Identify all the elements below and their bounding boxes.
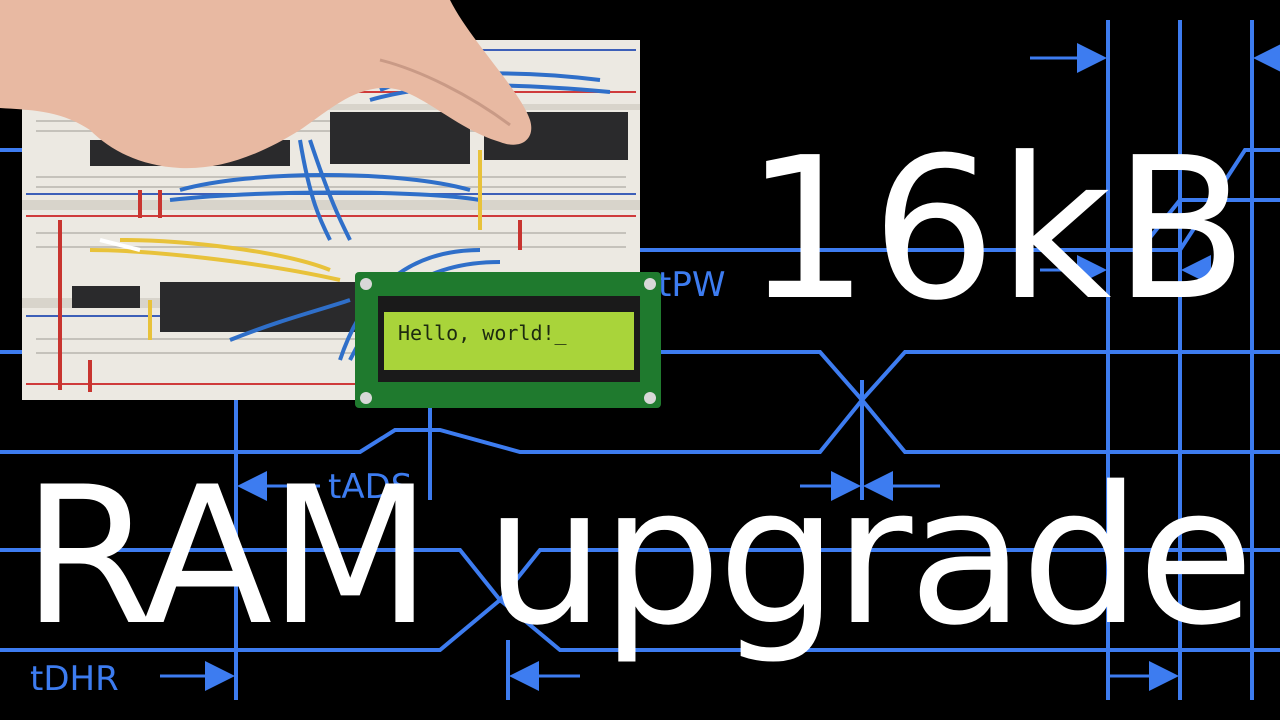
headline-title: RAM upgrade bbox=[22, 446, 1254, 667]
timing-label-dhr: tDHR bbox=[30, 659, 119, 699]
chip bbox=[72, 286, 140, 308]
chip bbox=[330, 112, 470, 164]
lcd-text: Hello, world!_ bbox=[398, 321, 568, 345]
timing-label-pw: tPW bbox=[658, 265, 725, 305]
lcd-screen bbox=[384, 312, 634, 370]
timing-label-ads: tADS bbox=[328, 467, 412, 507]
headline-capacity: 16kB bbox=[744, 116, 1250, 344]
hand bbox=[0, 0, 532, 169]
